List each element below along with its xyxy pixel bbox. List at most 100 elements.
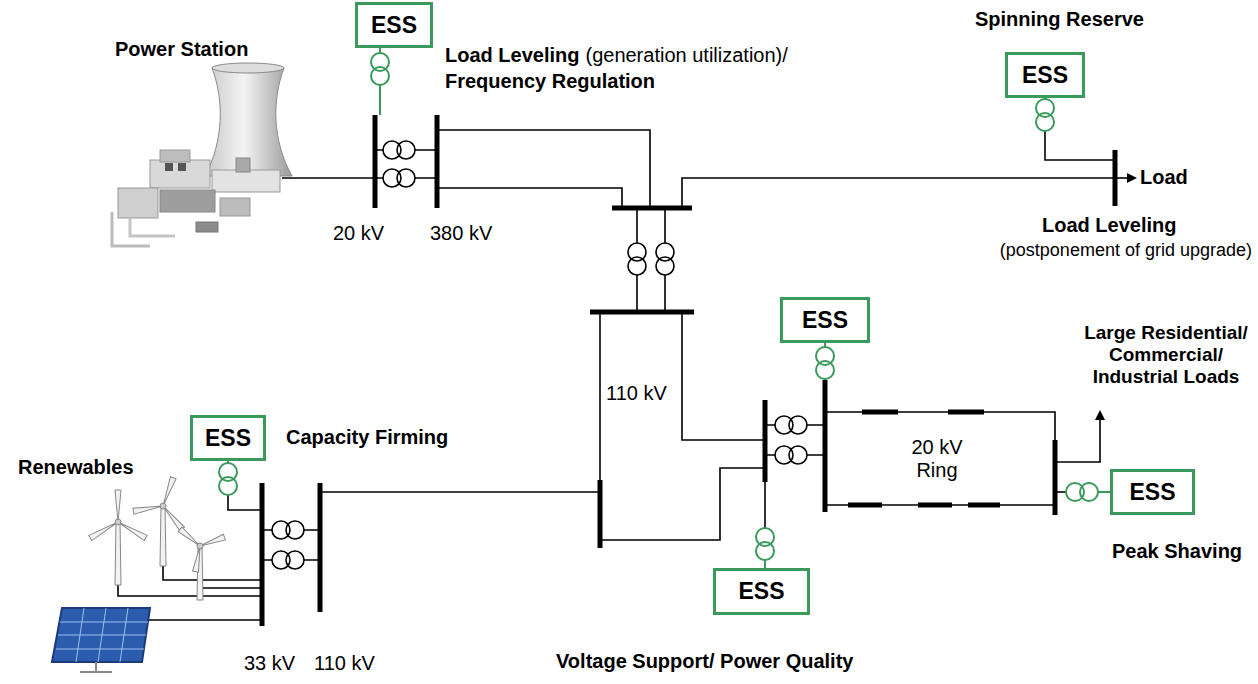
transformer-symbol-part — [286, 521, 304, 539]
transformer-symbol-part — [272, 551, 290, 569]
transformer-symbol-part — [789, 416, 807, 434]
callout-label: Capacity Firming — [286, 426, 448, 449]
bus-bars-part — [435, 115, 440, 208]
ess-transformer-part — [1036, 113, 1054, 131]
ess-label: ESS — [802, 309, 848, 332]
transformer-symbol-part — [656, 243, 674, 261]
power-station-illustration-part — [150, 160, 210, 188]
voltage-label: 110 kV — [606, 382, 667, 405]
voltage-label: 20 kV — [333, 222, 384, 245]
callout-label: Load Leveling — [1042, 214, 1176, 237]
wind-turbine-part — [133, 477, 185, 566]
ess-box: ESS — [713, 568, 810, 615]
callout-label: Renewables — [18, 456, 134, 479]
callout-label: Spinning Reserve — [975, 8, 1144, 31]
callout-label: Large Residential/ Commercial/ Industria… — [1078, 322, 1254, 388]
ess-box: ESS — [1110, 469, 1195, 515]
wind-turbine-part-part — [160, 477, 176, 507]
transformer-symbol-part — [628, 243, 646, 261]
wind-turbine-part-part — [133, 503, 164, 514]
callout-label: Frequency Regulation — [445, 70, 655, 93]
grid-wires-part — [1115, 177, 1135, 179]
wind-turbine-part-part — [193, 545, 203, 572]
grid-wires-part — [682, 178, 1115, 208]
wind-turbine-part-part — [115, 490, 121, 522]
grid-wires-part — [320, 491, 600, 493]
bus-bars-part — [763, 400, 768, 482]
power-station-illustration-part — [130, 218, 175, 236]
bus-bars-part — [1053, 440, 1058, 515]
voltage-label: 380 kV — [430, 222, 492, 245]
callout-label: Peak Shaving — [1112, 540, 1242, 563]
ess-label: ESS — [738, 580, 784, 603]
grid-wires-part — [765, 425, 825, 455]
bus-bars-part — [823, 380, 828, 512]
power-station-illustration-part — [165, 163, 173, 171]
power-station-illustration-part — [212, 170, 280, 192]
ess-transformer-part — [764, 560, 766, 568]
grid-wires — [118, 130, 1135, 620]
callout-label: Load Leveling — [445, 44, 579, 67]
ess-box: ESS — [355, 2, 433, 48]
ess-transformer-part — [1080, 483, 1098, 501]
bus-bars-part — [848, 412, 1000, 505]
transformer-symbol-part — [656, 257, 674, 275]
bus-bars-part — [373, 115, 378, 208]
voltage-label: (generation utilization)/ — [585, 44, 787, 67]
ess-transformer — [219, 47, 1110, 568]
grid-wires-part — [437, 130, 650, 208]
solar-panel-part — [80, 662, 112, 672]
wind-turbine-part-part — [197, 543, 203, 549]
grid-wires-part — [437, 188, 622, 208]
grid-wires-part — [600, 468, 765, 540]
ess-transformer-part — [219, 477, 237, 495]
grid-wires-part — [599, 312, 601, 480]
wind-turbine — [89, 477, 226, 600]
transformer-symbol-part — [383, 169, 401, 187]
grid-wires-part — [1045, 131, 1115, 160]
transformer-symbol-part — [397, 169, 415, 187]
ess-transformer-part — [379, 47, 381, 115]
power-station-illustration-part — [236, 158, 250, 172]
power-station-illustration-part — [118, 188, 158, 218]
wind-turbine-part-part — [115, 522, 121, 585]
transformer-symbol-part — [272, 521, 290, 539]
ess-box: ESS — [190, 415, 266, 461]
grid-wires-part — [262, 530, 320, 560]
transformer-symbol-part — [383, 141, 401, 159]
bus-bars-part — [598, 480, 603, 548]
ess-label: ESS — [1129, 481, 1175, 504]
transformer-symbol-part — [775, 416, 793, 434]
grid-wires-part — [118, 566, 262, 600]
bus-bars-part — [1113, 150, 1118, 206]
ess-label: ESS — [1022, 64, 1068, 87]
grid-wires-part — [146, 619, 262, 621]
transformer-symbol-part — [628, 257, 646, 275]
transformer-symbol — [272, 141, 807, 569]
grid-wires-part — [682, 312, 765, 440]
power-station-illustration-part — [220, 198, 250, 216]
bus-bars — [262, 115, 1115, 626]
voltage-label: 20 kV Ring — [897, 436, 977, 482]
wind-turbine-part-part — [115, 519, 121, 525]
bus-bars-part — [590, 310, 694, 315]
wind-turbine-part — [178, 527, 225, 600]
transformer-symbol-part — [775, 446, 793, 464]
solar-panel-part — [52, 608, 150, 662]
wind-turbine-part-part — [160, 506, 166, 566]
power-station-illustration-part — [160, 150, 190, 162]
transformer-symbol-part — [397, 141, 415, 159]
transformer-symbol-part — [286, 551, 304, 569]
wind-turbine-part — [89, 490, 147, 585]
voltage-label: 110 kV — [314, 652, 375, 675]
ess-transformer-part — [756, 542, 774, 560]
ess-transformer-part — [1098, 491, 1110, 493]
ess-transformer-part — [371, 67, 389, 85]
bus-bars-part — [260, 483, 265, 626]
wind-turbine-part-part — [160, 503, 166, 509]
ess-transformer-part — [816, 361, 834, 379]
grid-wires-part — [282, 177, 375, 179]
voltage-label: 33 kV — [244, 652, 295, 675]
